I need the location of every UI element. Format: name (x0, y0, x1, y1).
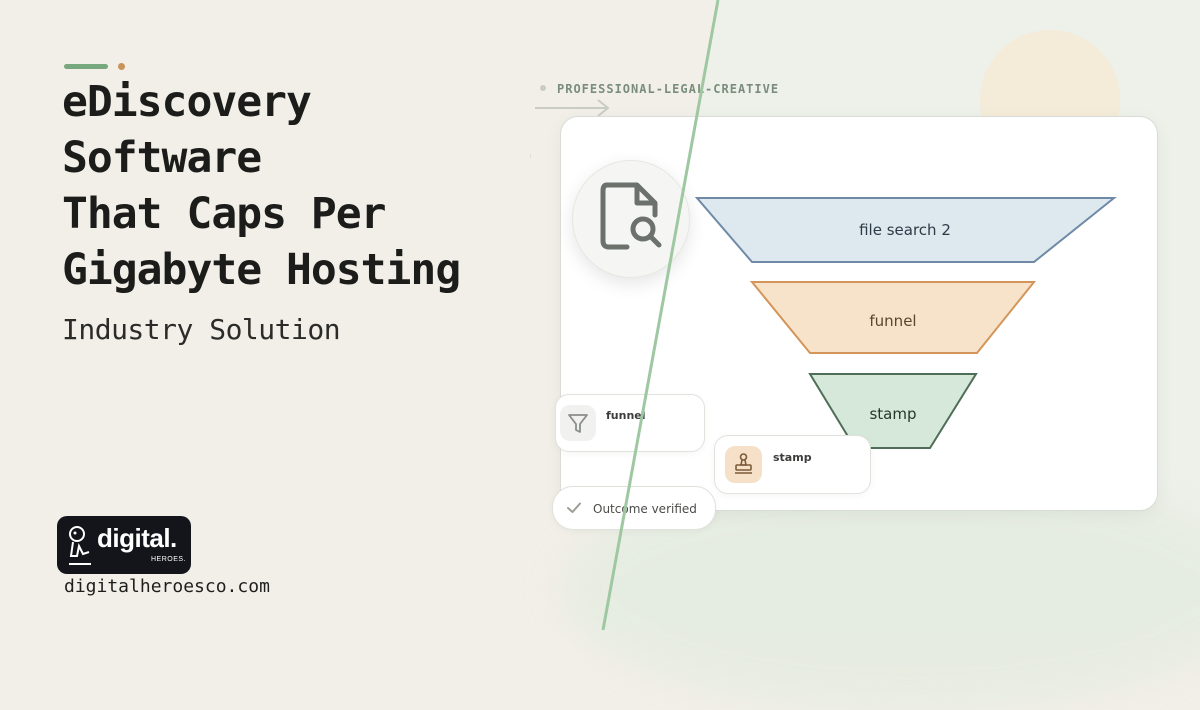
diagonal-divider (601, 0, 720, 630)
eyebrow-dot (540, 85, 546, 91)
funnel-stage-1 (694, 197, 1117, 263)
mascot-icon (69, 526, 91, 565)
funnel-diagram (694, 197, 1117, 449)
headline: eDiscovery Software That Caps Per Gigaby… (62, 74, 562, 298)
chip-stamp-label: stamp (773, 451, 812, 464)
accent-dot (118, 63, 125, 70)
eyebrow-label: PROFESSIONAL-LEGAL-CREATIVE (557, 82, 780, 96)
chip-funnel-label: funnel (606, 409, 646, 422)
logo-wordmark: digital. (97, 523, 177, 553)
stamp-icon (735, 453, 752, 474)
chip-stamp-icon-box (725, 446, 762, 483)
chip-stamp[interactable]: stamp (714, 435, 871, 494)
funnel-stage-3 (808, 373, 978, 449)
accent-bar (64, 64, 108, 69)
chip-funnel-icon-box (560, 405, 596, 441)
check-icon (567, 502, 581, 513)
brand-logo[interactable]: digital. HEROES. (57, 516, 191, 574)
file-search-icon (600, 182, 662, 250)
funnel-stage-3-label: stamp (869, 405, 917, 423)
headline-line-3: That Caps Per (62, 189, 387, 239)
chip-funnel[interactable]: funnel (555, 394, 705, 452)
chip-verified-label: Outcome verified (593, 502, 697, 516)
funnel-icon (568, 414, 588, 433)
headline-line-4: Gigabyte Hosting (62, 245, 461, 295)
headline-line-2: Software (62, 133, 262, 183)
website-url[interactable]: digitalheroesco.com (64, 576, 270, 597)
funnel-stage-2-label: funnel (869, 312, 917, 330)
funnel-stage-2 (749, 281, 1037, 354)
subtitle: Industry Solution (62, 313, 341, 346)
headline-line-1: eDiscovery (62, 77, 312, 127)
chip-verified[interactable]: Outcome verified (552, 486, 716, 530)
funnel-stage-1-label: file search 2 (859, 221, 951, 239)
logo-subwordmark: HEROES. (151, 556, 187, 563)
